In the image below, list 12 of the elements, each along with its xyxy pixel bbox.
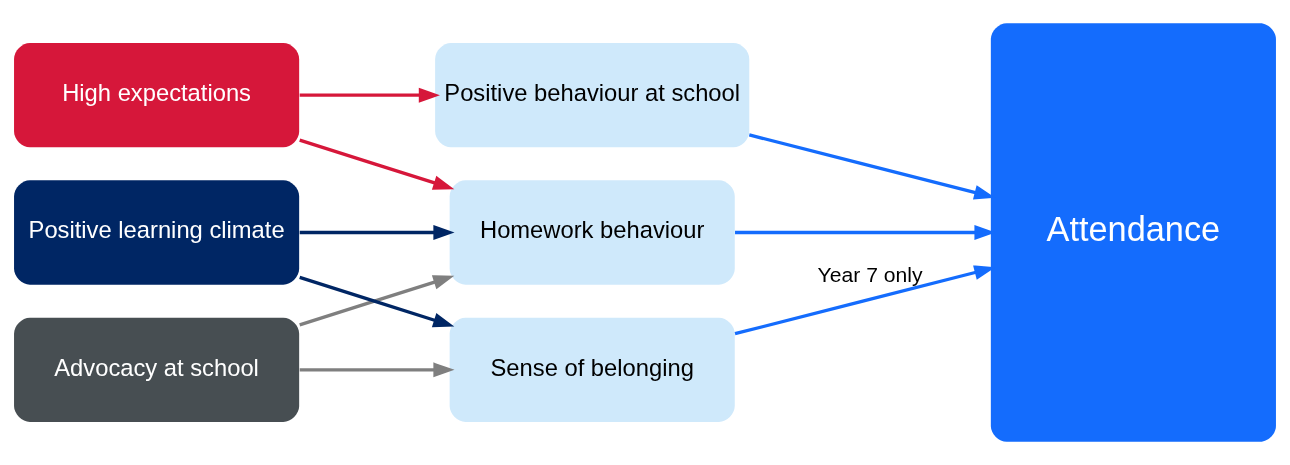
node-box: Positive learning climate	[14, 180, 300, 285]
arrow	[299, 87, 440, 103]
node-box: Homework behaviour	[449, 180, 735, 285]
node-box: Advocacy at school	[14, 317, 300, 422]
arrow	[299, 138, 455, 190]
arrow	[299, 362, 455, 378]
node-box: High expectations	[14, 43, 300, 148]
edge-label: Year 7 only	[817, 263, 923, 287]
node-box: Positive behaviour at school	[435, 43, 750, 148]
arrow	[299, 225, 455, 240]
node-box: Attendance	[990, 23, 1276, 442]
node-box: Sense of belonging	[449, 317, 735, 422]
